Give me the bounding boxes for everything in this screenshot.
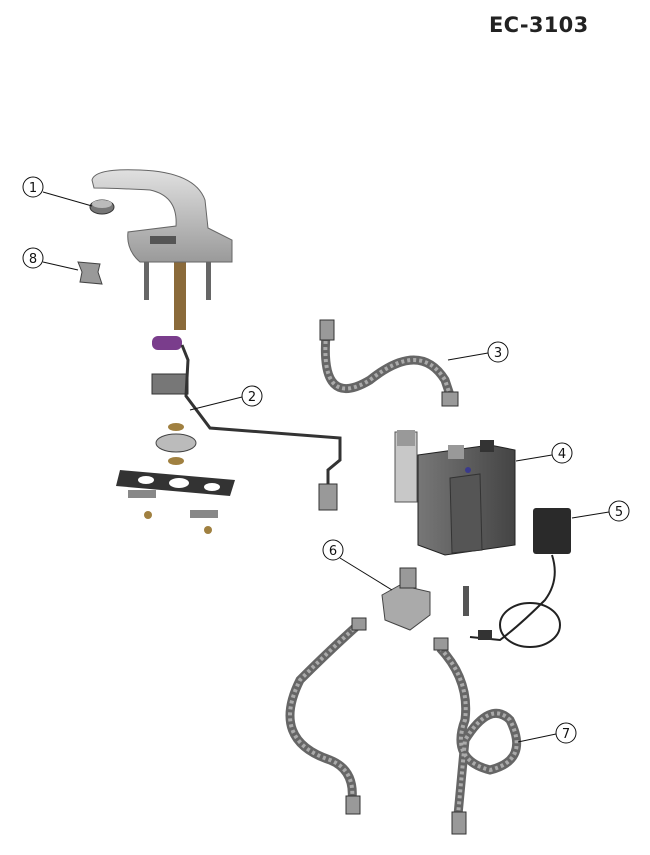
svg-text:6: 6 — [329, 544, 337, 559]
svg-text:2: 2 — [248, 390, 256, 405]
faucet-body — [91, 169, 233, 330]
gasket — [77, 261, 103, 285]
callout-6: 6 — [322, 539, 393, 591]
aerator — [89, 199, 115, 215]
callout-1: 1 — [22, 176, 93, 207]
mounting-hardware — [116, 423, 235, 534]
svg-text:4: 4 — [558, 447, 566, 462]
callout-7: 7 — [517, 722, 577, 744]
control-box — [394, 430, 516, 556]
callout-4: 4 — [515, 442, 573, 464]
callout-2: 2 — [189, 385, 263, 411]
model-number: EC-3103 — [489, 13, 589, 37]
callout-8: 8 — [22, 247, 79, 271]
supply-hose — [319, 319, 459, 407]
svg-text:1: 1 — [29, 181, 37, 196]
svg-text:3: 3 — [494, 346, 502, 361]
svg-text:7: 7 — [562, 727, 570, 742]
sensor-cable — [151, 336, 342, 511]
callout-3: 3 — [447, 341, 509, 363]
power-adapter — [463, 508, 571, 648]
supply-hoses — [285, 617, 522, 835]
svg-text:5: 5 — [615, 505, 623, 520]
tee-valve — [381, 567, 431, 631]
svg-text:8: 8 — [29, 252, 37, 267]
callout-5: 5 — [571, 500, 630, 522]
